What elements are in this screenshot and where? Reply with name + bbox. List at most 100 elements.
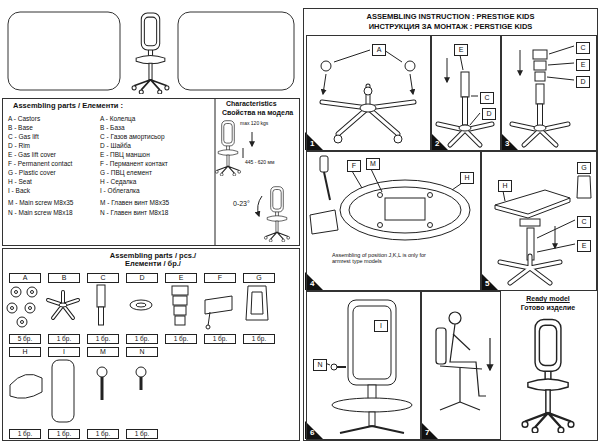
step-corners xyxy=(420,421,438,439)
part-letter: D xyxy=(139,274,144,282)
count-text: 1 бр. xyxy=(252,335,267,342)
step-cell: 3CED xyxy=(501,35,597,151)
parts-drawing xyxy=(52,360,74,422)
part-letter-box: I xyxy=(374,320,388,332)
part-letter: G xyxy=(581,164,586,172)
step-corners xyxy=(480,272,498,290)
parts-drawing xyxy=(174,306,186,315)
parts-list-item: B - Base xyxy=(8,124,33,131)
part-letter: I xyxy=(380,322,382,330)
step-2-drawing xyxy=(463,97,468,125)
parts-list-item: H - Седалка xyxy=(100,178,136,185)
count-box: 1 бр. xyxy=(87,429,119,439)
count-text: 1 бр. xyxy=(18,430,33,437)
step-corners xyxy=(500,132,518,150)
step-5-drawing xyxy=(495,198,570,218)
step-5-drawing xyxy=(520,219,540,226)
step-3-drawing xyxy=(512,46,574,145)
step-1-drawing xyxy=(384,50,402,62)
part-letter-box: N xyxy=(126,347,158,357)
part-letter: A xyxy=(377,46,382,54)
parts-list-item: I - Back xyxy=(8,187,30,194)
part-letter: I xyxy=(63,348,65,356)
step-7-drawing xyxy=(440,366,482,369)
part-letter: E xyxy=(582,242,587,250)
part-letter: M xyxy=(370,160,376,168)
count-text: 1 бр. xyxy=(213,335,228,342)
dimension-label: 445 - 620 мм xyxy=(245,160,274,166)
parts-drawing xyxy=(7,303,17,313)
step-3-drawing xyxy=(534,61,546,70)
step-6-drawing xyxy=(337,366,346,368)
section-heading: Characteristics xyxy=(226,100,277,108)
parts-drawing xyxy=(101,377,104,400)
step-7-drawing xyxy=(450,324,486,396)
step-number: 4 xyxy=(310,280,314,289)
step-number: 2 xyxy=(435,140,439,149)
characteristics-drawing xyxy=(215,121,240,176)
step-number: 3 xyxy=(505,140,509,149)
step-note: Assembling of position J,K,L is only for… xyxy=(332,252,442,265)
part-letter: C xyxy=(100,274,105,282)
step-6-drawing xyxy=(368,385,376,399)
parts-drawing xyxy=(25,303,35,313)
parts-drawing xyxy=(31,291,34,294)
result-cell: Ready modelГотово изделие xyxy=(501,291,597,440)
parts-drawing xyxy=(130,300,152,310)
part-letter: D xyxy=(486,110,491,118)
parts-list-item: C - Gas lift xyxy=(8,133,39,140)
step-1-drawing xyxy=(322,86,414,134)
step-1-drawing xyxy=(322,86,414,134)
step-3-drawing xyxy=(533,50,547,59)
count-box: 1 бр. xyxy=(165,334,197,344)
step-3-drawing xyxy=(549,46,574,54)
part-letter-box: N xyxy=(313,359,327,371)
step-6-drawing xyxy=(340,426,404,433)
count-box: 1 бр. xyxy=(48,334,80,344)
step-1-drawing xyxy=(321,61,331,71)
dimension-label: max 120 kgs xyxy=(240,121,268,127)
part-letter-box: E xyxy=(576,59,590,71)
ready-chair xyxy=(522,319,574,433)
count-text: 1 бр. xyxy=(96,335,111,342)
part-letter-box: C xyxy=(576,42,590,54)
section-heading: Ready model xyxy=(501,295,595,303)
step-5-drawing xyxy=(500,256,560,283)
step-5-drawing xyxy=(495,190,570,214)
step-cell: 5GHCE xyxy=(481,151,597,291)
parts-list-item: I - Облегалка xyxy=(100,187,140,194)
parts-list-item: A - Колелца xyxy=(100,115,135,122)
part-letter: C xyxy=(580,44,585,52)
step-4-drawing xyxy=(352,171,362,188)
parts-drawing xyxy=(11,287,21,297)
parts-drawing xyxy=(173,296,187,305)
step-2-drawing xyxy=(461,72,469,97)
step-cell: 4 Assembling of position J,K,L is only fo… xyxy=(306,151,481,291)
top-frames xyxy=(8,12,120,90)
part-letter-box: A xyxy=(372,44,386,56)
parts-drawing xyxy=(246,286,268,320)
step-7-drawing xyxy=(459,368,460,402)
step-3-drawing xyxy=(534,125,546,131)
step-6-drawing xyxy=(353,306,391,379)
part-letter: N xyxy=(317,361,322,369)
step-6-drawing xyxy=(331,364,337,370)
part-letter-box: I xyxy=(48,347,80,357)
part-letter: C xyxy=(484,94,489,102)
count-box: 1 бр. xyxy=(9,429,41,439)
part-letter-box: D xyxy=(126,273,158,283)
step-6-drawing xyxy=(325,300,412,433)
step-4-drawing xyxy=(310,156,470,240)
parts-drawing xyxy=(27,287,37,297)
count-text: 1 бр. xyxy=(135,430,150,437)
parts-list-item: N - Main screw M8x18 xyxy=(8,209,73,216)
parts-drawing xyxy=(205,296,232,314)
part-letter: H xyxy=(502,182,507,190)
count-text: 1 бр. xyxy=(57,430,72,437)
count-text: 5 бр. xyxy=(18,335,33,342)
step-1-drawing xyxy=(364,87,372,95)
section-heading: Готово изделие xyxy=(501,304,595,312)
parts-drawing xyxy=(21,321,24,324)
parts-drawing xyxy=(97,285,105,307)
parts-list-item: H - Seat xyxy=(8,178,32,185)
